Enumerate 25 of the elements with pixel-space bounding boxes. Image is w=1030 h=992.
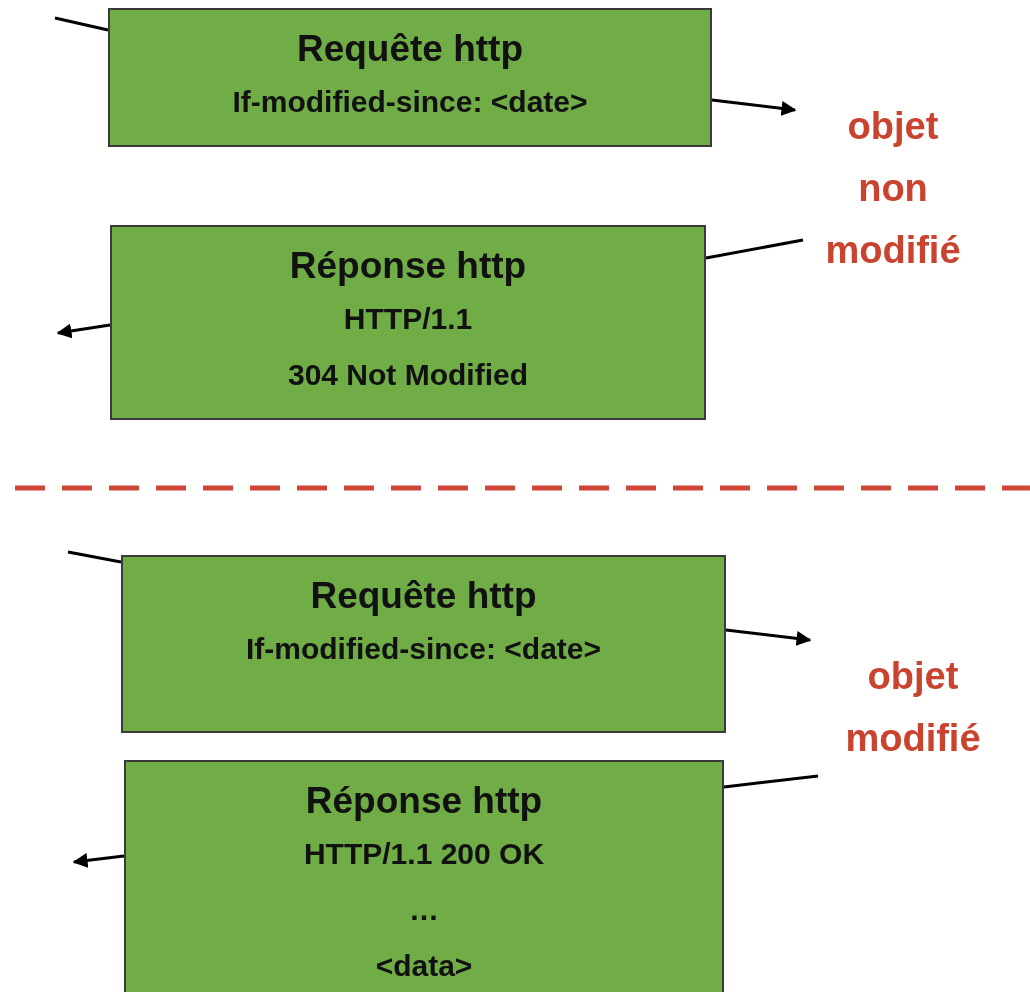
box-text: <data>	[375, 948, 473, 984]
message-line	[67, 550, 122, 564]
box-text: HTTP/1.1	[343, 301, 473, 337]
box-text: If-modified-since: <date>	[232, 84, 588, 120]
box-text: 304 Not Modified	[288, 357, 528, 393]
message-box	[121, 555, 726, 733]
box-heading: Requête http	[296, 27, 524, 71]
arrow	[711, 98, 797, 116]
box-heading: Requête http	[310, 574, 537, 618]
message-line	[723, 774, 819, 789]
box-text: …	[409, 892, 439, 928]
message-box	[108, 8, 712, 147]
status-note: objet modifié	[844, 654, 982, 761]
message-box	[124, 760, 724, 992]
arrow	[725, 628, 812, 646]
box-heading: Réponse http	[289, 244, 527, 288]
arrow	[72, 852, 125, 868]
box-heading: Réponse http	[305, 779, 543, 823]
message-line	[705, 238, 804, 260]
box-text: HTTP/1.1 200 OK	[303, 836, 545, 872]
message-line	[54, 16, 109, 32]
status-note: objet non modifié	[824, 104, 962, 273]
message-box	[110, 225, 706, 420]
box-text: If-modified-since: <date>	[245, 631, 602, 667]
arrow	[56, 323, 111, 339]
